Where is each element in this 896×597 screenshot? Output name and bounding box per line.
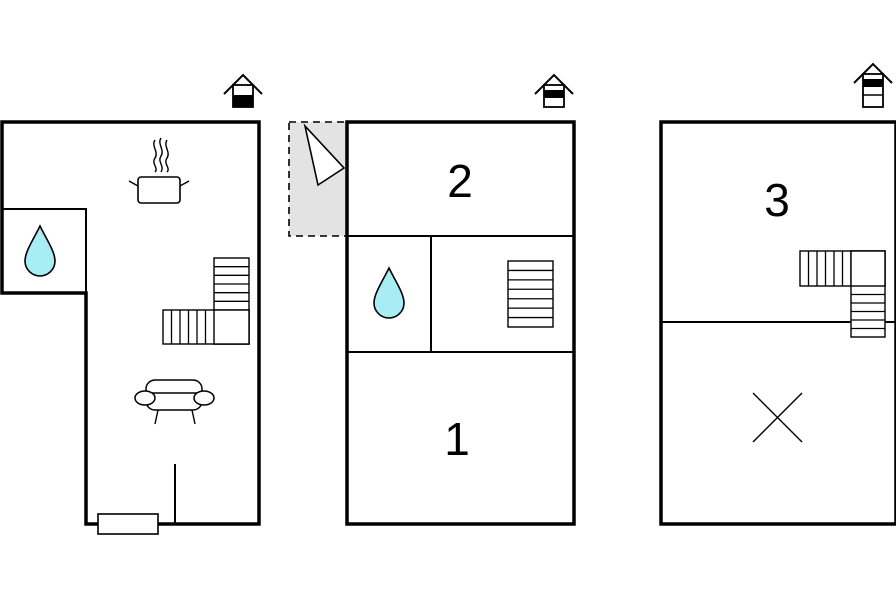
first-floor-walls (345, 120, 576, 526)
bathroom-water-drop-icon (373, 266, 405, 319)
ground-floor-walls (0, 120, 261, 526)
no-access-cross-icon (752, 392, 803, 443)
bathroom-water-drop-icon (24, 224, 56, 277)
staircase-icon (162, 257, 250, 345)
floor-plan-ground (0, 73, 263, 535)
room-number: 2 (447, 155, 473, 207)
floor-plan-first: 2 1 (288, 73, 576, 526)
room-number: 1 (444, 413, 470, 465)
room-number: 3 (764, 174, 790, 226)
staircase-icon (507, 260, 554, 328)
sofa-icon (134, 379, 215, 425)
floor-plan-second: 3 (659, 62, 896, 526)
house-floor-icon (223, 73, 263, 108)
entrance-door-icon (97, 464, 176, 535)
kitchen-stove-icon (128, 137, 190, 204)
bathroom-partition (2, 208, 87, 293)
staircase-icon (799, 250, 886, 338)
house-floor-icon (853, 62, 893, 108)
balcony-icon (288, 121, 348, 237)
house-floor-icon (534, 73, 574, 108)
